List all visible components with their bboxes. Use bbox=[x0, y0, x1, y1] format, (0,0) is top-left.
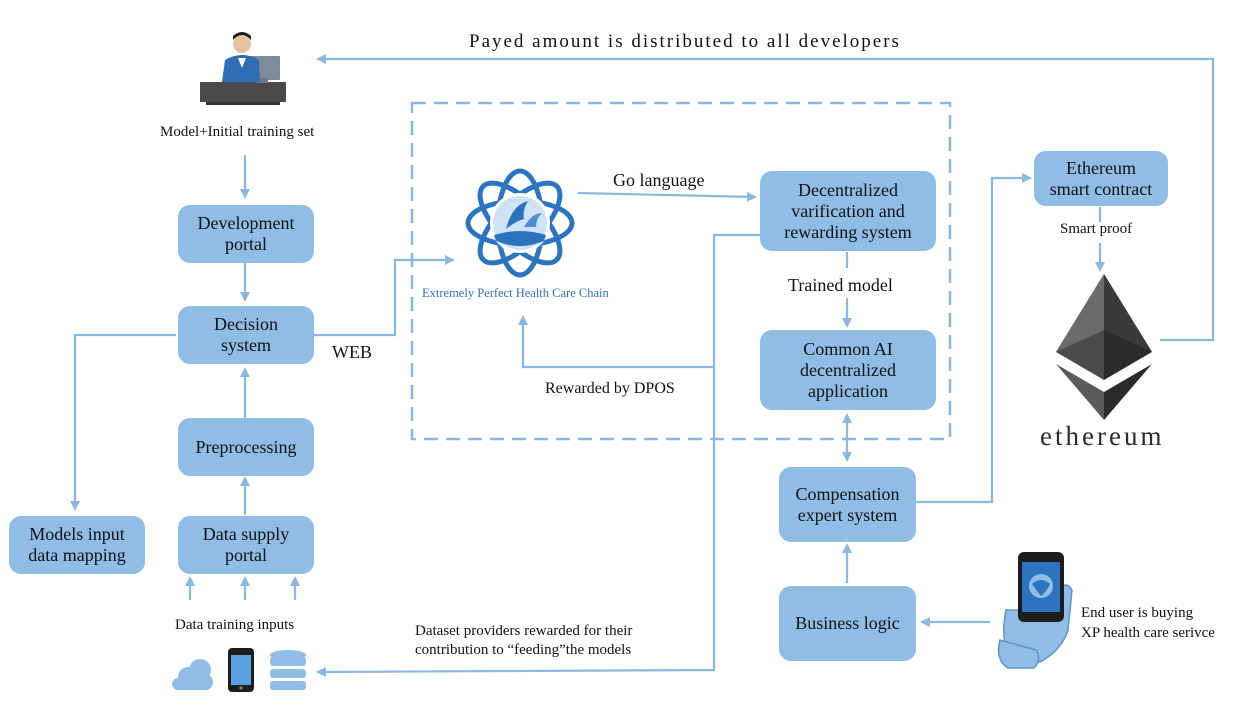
dataset-rewarded-label: Dataset providers rewarded for their con… bbox=[415, 623, 633, 658]
web-arrow bbox=[314, 255, 455, 337]
data-training-inputs-label: Data training inputs bbox=[175, 617, 295, 633]
ethereum-smart-contract-box: Ethereum smart contract bbox=[1034, 151, 1168, 206]
common-ai-box: Common AI decentralized application bbox=[760, 330, 936, 410]
dataset-reward-arrow bbox=[316, 233, 760, 677]
payment-distribution-label: Payed amount is distributed to all devel… bbox=[469, 31, 901, 52]
web-label: WEB bbox=[332, 342, 372, 362]
smart-proof-label: Smart proof bbox=[1060, 221, 1133, 237]
models-input-box: Models input data mapping bbox=[9, 516, 145, 574]
preprocessing-box: Preprocessing bbox=[178, 418, 314, 476]
arrow-to-models-input bbox=[70, 333, 176, 511]
hand-holding-phone-icon bbox=[997, 552, 1073, 669]
healthcare-chain-logo-icon bbox=[465, 168, 575, 278]
end-user-label: End user is buying XP health care serivc… bbox=[1081, 605, 1215, 641]
ethereum-logo-icon bbox=[1056, 274, 1152, 420]
logo-caption: Extremely Perfect Health Care Chain bbox=[422, 286, 609, 300]
cloud-icon bbox=[172, 659, 213, 690]
blockchain-boundary bbox=[410, 101, 952, 441]
rewarded-dpos-label: Rewarded by DPOS bbox=[545, 380, 675, 397]
payment-distribution-arrow bbox=[316, 54, 1215, 342]
mobile-phone-icon bbox=[228, 648, 254, 692]
go-language-label: Go language bbox=[613, 170, 705, 190]
developer-at-desk-icon bbox=[200, 32, 286, 105]
dpos-reward-arrow bbox=[518, 315, 714, 369]
arrow-to-smart-contract bbox=[916, 173, 1032, 504]
business-logic-box: Business logic bbox=[779, 586, 916, 661]
database-icon bbox=[270, 650, 306, 690]
data-supply-portal-box: Data supply portal bbox=[178, 516, 314, 574]
decision-system-box: Decision system bbox=[178, 306, 314, 364]
development-portal-box: Development portal bbox=[178, 205, 314, 263]
developer-caption: Model+Initial training set bbox=[160, 124, 315, 140]
compensation-system-box: Compensation expert system bbox=[779, 467, 916, 542]
go-language-arrow bbox=[577, 191, 757, 202]
trained-model-label: Trained model bbox=[788, 275, 893, 295]
verification-system-box: Decentralized varification and rewarding… bbox=[760, 171, 936, 251]
ethereum-wordmark: ethereum bbox=[1040, 421, 1165, 451]
